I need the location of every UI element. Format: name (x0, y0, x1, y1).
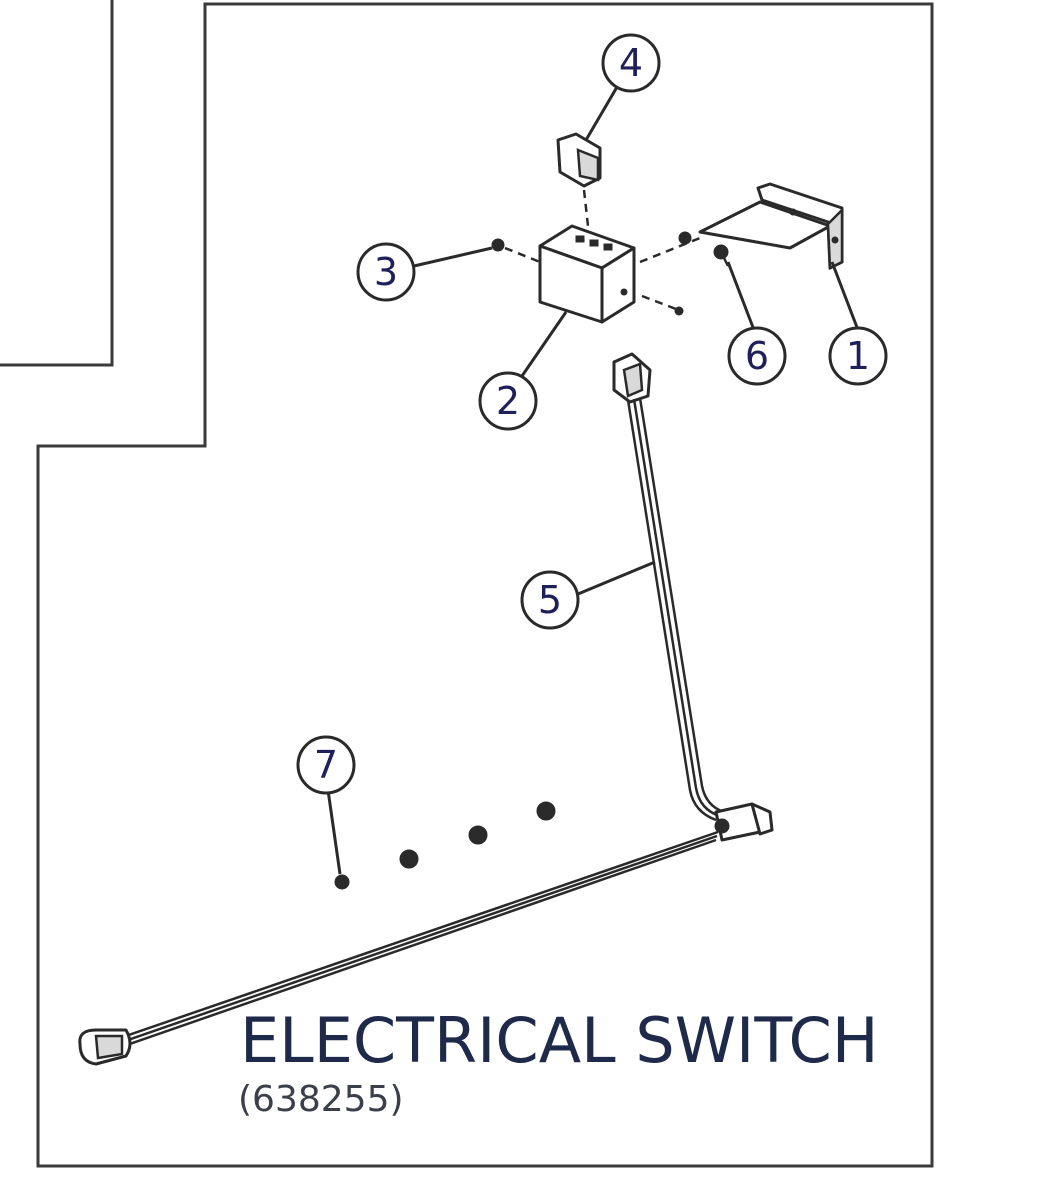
callout-7: 7 (296, 735, 356, 795)
svg-text:1: 1 (846, 334, 870, 378)
box-screw-part (491, 238, 541, 264)
leader-line-1 (830, 261, 860, 331)
leader-line-2 (520, 311, 568, 377)
bracket-axis-line (639, 236, 701, 264)
bracket-screw-part (678, 231, 692, 245)
svg-text:2: 2 (496, 379, 520, 423)
svg-text:6: 6 (745, 334, 769, 378)
callout-4: 4 (601, 33, 661, 93)
callout-6: 6 (727, 326, 787, 386)
svg-text:4: 4 (619, 41, 643, 85)
callout-2: 2 (478, 371, 538, 431)
switch-box-part (538, 224, 636, 324)
nut-axis-line (641, 294, 677, 311)
leader-line-6 (726, 261, 756, 331)
screw-part (713, 244, 730, 267)
top-connector-part (556, 132, 602, 227)
nut-part (674, 306, 684, 316)
svg-text:3: 3 (374, 250, 398, 294)
wire-harness-part (78, 352, 774, 1066)
leader-line-7 (326, 789, 342, 875)
callout-1: 1 (828, 326, 888, 386)
leader-line-4 (584, 86, 619, 141)
leader-line-3 (413, 246, 493, 268)
callout-5: 5 (520, 570, 580, 630)
mounting-bracket-part (698, 182, 844, 270)
svg-text:7: 7 (314, 743, 338, 787)
diagram-title: ELECTRICAL SWITCH (240, 1004, 879, 1077)
page-frame-outline (36, 2, 934, 1168)
leader-line-5 (577, 560, 656, 596)
callout-3: 3 (356, 242, 416, 302)
fastener-parts (334, 801, 556, 890)
neighbor-panel-outline (0, 0, 114, 367)
svg-text:5: 5 (538, 578, 562, 622)
part-number: (638255) (238, 1079, 404, 1120)
